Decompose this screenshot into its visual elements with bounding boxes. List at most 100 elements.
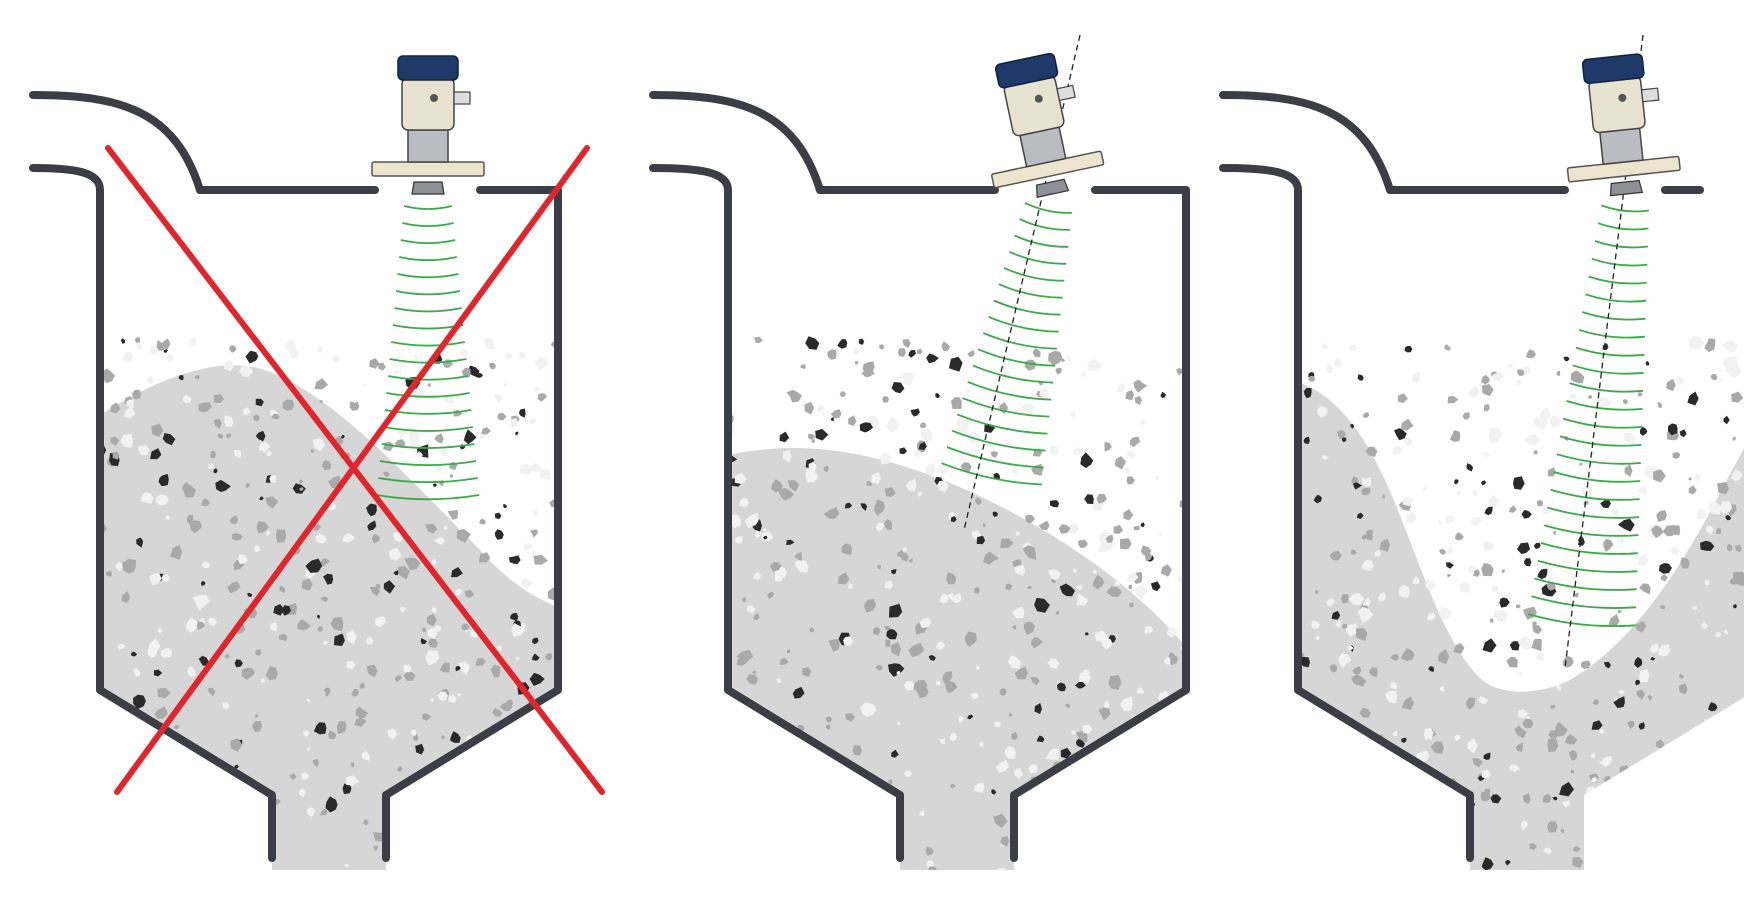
material-grain bbox=[902, 338, 911, 348]
material-grain bbox=[1007, 655, 1022, 669]
material-grain bbox=[519, 464, 534, 475]
material-grain bbox=[772, 816, 779, 822]
material-grain bbox=[1133, 525, 1140, 531]
material-grain bbox=[759, 865, 773, 870]
material-grain bbox=[1444, 861, 1456, 870]
material-grain bbox=[350, 762, 355, 768]
material-grain bbox=[182, 394, 193, 404]
material-grain bbox=[1736, 823, 1742, 827]
material-grain bbox=[154, 706, 168, 719]
material-grain bbox=[1174, 712, 1184, 722]
material-grain bbox=[1568, 750, 1577, 761]
material-grain bbox=[194, 374, 200, 380]
material-grain bbox=[255, 398, 264, 407]
material-grain bbox=[1578, 423, 1583, 428]
beam-wave-arc bbox=[386, 392, 470, 398]
material-grain bbox=[828, 867, 833, 870]
material-grain bbox=[1623, 399, 1629, 405]
material-grain bbox=[1478, 696, 1488, 705]
material-grain bbox=[1660, 574, 1669, 582]
material-grain bbox=[256, 521, 270, 534]
beam-wave-arc bbox=[1559, 435, 1642, 447]
material-grain bbox=[1357, 374, 1364, 381]
material-grain bbox=[838, 572, 850, 585]
material-grain bbox=[497, 412, 507, 421]
material-grain bbox=[1357, 831, 1372, 847]
material-grain bbox=[100, 788, 109, 802]
radar-beam-3 bbox=[1528, 204, 1650, 627]
material-grain bbox=[505, 352, 514, 360]
beam-wave-arc bbox=[1591, 257, 1648, 267]
material-grain bbox=[133, 694, 146, 710]
material-grain bbox=[1480, 791, 1492, 802]
material-grain bbox=[165, 515, 170, 520]
material-grain bbox=[1382, 494, 1386, 499]
material-grain bbox=[1522, 718, 1534, 729]
material-grain bbox=[1040, 860, 1051, 870]
sensor-screw bbox=[1618, 93, 1627, 102]
material-grain bbox=[320, 596, 329, 602]
material-grain bbox=[1489, 427, 1503, 443]
material-grain bbox=[776, 678, 782, 684]
material-grain bbox=[312, 758, 319, 768]
material-grain bbox=[889, 603, 903, 618]
material-grain bbox=[265, 665, 278, 681]
material-grain bbox=[1084, 494, 1094, 504]
material-grain bbox=[861, 369, 875, 378]
material-grain bbox=[393, 570, 399, 576]
material-grain bbox=[1532, 625, 1542, 635]
sensor-cap bbox=[994, 52, 1059, 89]
material-grain bbox=[150, 448, 162, 460]
material-grain bbox=[148, 638, 161, 653]
material-grain bbox=[999, 688, 1007, 696]
material-grain bbox=[1708, 798, 1714, 804]
material-grain bbox=[1651, 525, 1664, 538]
material-grain bbox=[1665, 837, 1669, 842]
material-grain bbox=[166, 353, 174, 363]
material-surface-2 bbox=[728, 447, 1186, 870]
material-grain bbox=[405, 822, 416, 837]
beam-wave-arc bbox=[1585, 293, 1647, 303]
material-grain bbox=[974, 587, 980, 594]
material-grain bbox=[397, 369, 402, 374]
material-grain bbox=[1133, 379, 1148, 393]
beam-wave-arc bbox=[1540, 542, 1638, 555]
material-grain bbox=[443, 392, 454, 405]
material-grain bbox=[1428, 821, 1437, 829]
material-grain bbox=[520, 578, 534, 589]
material-grain bbox=[1405, 511, 1417, 524]
material-grain bbox=[110, 842, 117, 849]
material-grain bbox=[1514, 725, 1527, 737]
material-grain bbox=[518, 351, 527, 359]
material-grain bbox=[973, 782, 985, 793]
material-grain bbox=[537, 393, 547, 402]
material-grain bbox=[233, 449, 242, 459]
material-grain bbox=[913, 450, 921, 458]
bulk-material-1 bbox=[100, 336, 558, 870]
sensor-neck bbox=[1599, 127, 1644, 166]
material-grain bbox=[369, 586, 380, 597]
material-grain bbox=[467, 365, 480, 378]
material-grain bbox=[821, 412, 826, 416]
material-grain bbox=[1333, 357, 1342, 368]
material-grain bbox=[313, 523, 321, 531]
material-grain bbox=[1591, 776, 1598, 783]
material-grain bbox=[132, 389, 142, 400]
material-grain bbox=[771, 834, 781, 843]
material-grain bbox=[1049, 841, 1054, 845]
material-grain bbox=[837, 339, 848, 349]
material-grain bbox=[120, 434, 133, 448]
material-grain bbox=[349, 401, 355, 407]
material-grain bbox=[1365, 842, 1371, 848]
material-grain bbox=[234, 764, 239, 769]
material-grain bbox=[742, 596, 747, 603]
material-surface-1 bbox=[100, 365, 558, 870]
material-grain bbox=[1733, 604, 1737, 609]
material-grain bbox=[1390, 756, 1403, 768]
material-grain bbox=[131, 651, 138, 657]
material-grain bbox=[1073, 568, 1077, 573]
material-grain bbox=[185, 767, 197, 778]
material-grain bbox=[995, 759, 1009, 773]
material-grain bbox=[1168, 811, 1173, 818]
